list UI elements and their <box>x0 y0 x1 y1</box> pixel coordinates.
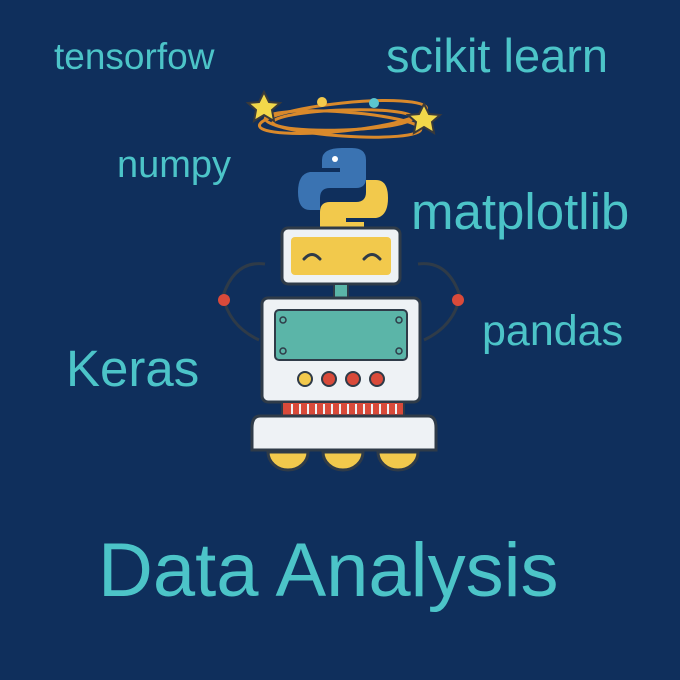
body-button-icon <box>369 371 385 387</box>
body-button-icon <box>297 371 313 387</box>
dizzy-orbit-icon <box>257 99 429 139</box>
label-pandas: pandas <box>482 307 624 355</box>
body-button-icon <box>345 371 361 387</box>
body-button-icon <box>321 371 337 387</box>
robot-base <box>250 414 438 452</box>
label-keras: Keras <box>66 340 200 397</box>
label-numpy: numpy <box>117 144 232 186</box>
label-tensorflow: tensorfow <box>54 36 215 77</box>
robot-body <box>260 296 422 404</box>
robot-head <box>280 226 402 286</box>
page-title: Data Analysis <box>98 528 559 613</box>
orbit-dot-icon <box>317 97 327 107</box>
orbit-dot-icon <box>369 98 379 108</box>
star-icon <box>405 101 443 135</box>
robot-wheels <box>266 450 420 472</box>
arm-joint-icon <box>452 294 464 306</box>
label-matplotlib: matplotlib <box>411 183 630 240</box>
label-scikit-learn: scikit learn <box>386 29 609 82</box>
arm-joint-icon <box>218 294 230 306</box>
robot-waist <box>281 401 405 417</box>
robot-neck <box>333 283 349 299</box>
star-icon <box>245 89 283 123</box>
